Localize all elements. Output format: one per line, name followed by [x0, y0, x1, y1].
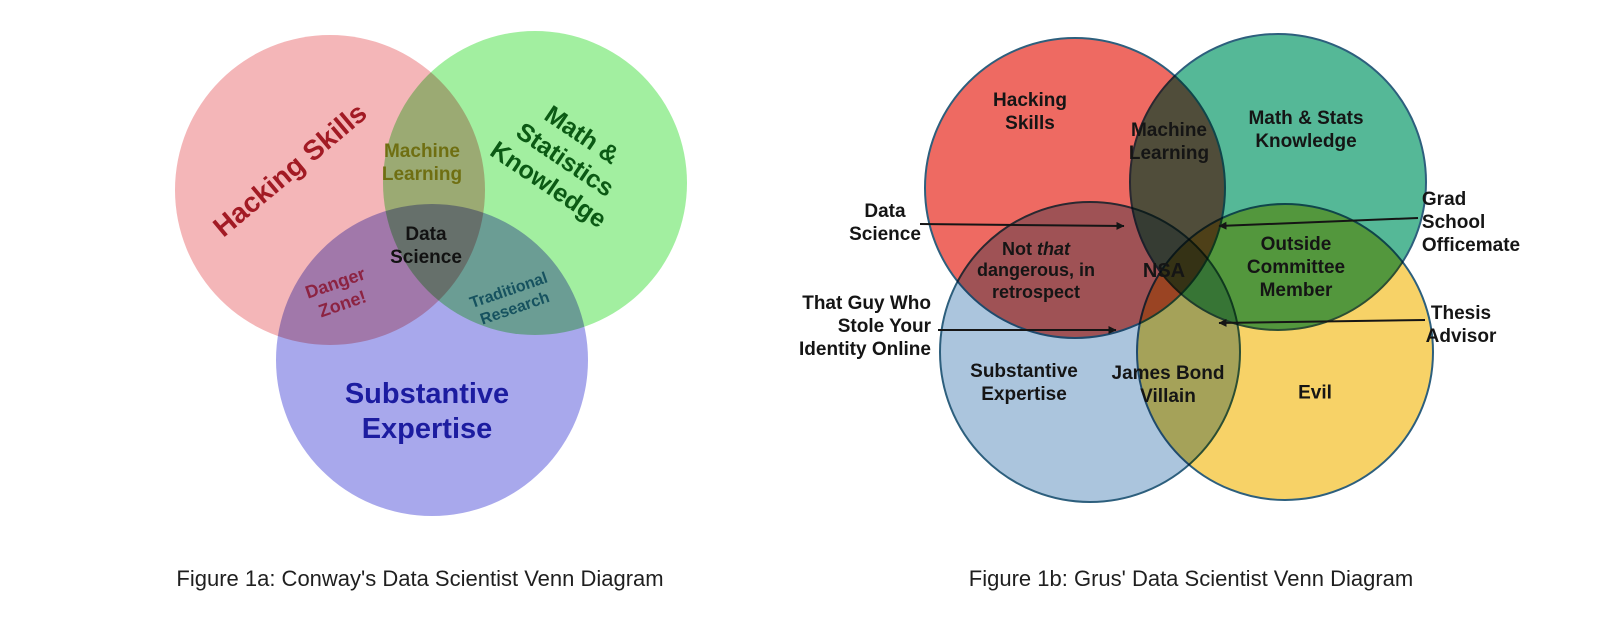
math-stats-label: Math & Stats Knowledge — [1248, 108, 1364, 152]
grus-venn-svg — [919, 33, 1434, 503]
hacking-skills-label: Hacking Skills — [993, 90, 1067, 134]
data-science-callout: Data Science — [849, 201, 921, 245]
substantive-expertise-circle — [276, 204, 588, 516]
conway-diagram: Hacking Skills Math & Statistics Knowled… — [150, 10, 710, 530]
figure-1a-caption: Figure 1a: Conway's Data Scientist Venn … — [176, 566, 664, 591]
grad-school-arrow — [1218, 217, 1419, 230]
not-that-rest: dangerous, in retrospect — [976, 260, 1096, 302]
not-that-dangerous-label: Not that dangerous, in retrospect — [977, 217, 1095, 325]
grad-school-callout: Grad School Officemate — [1421, 188, 1521, 256]
james-bond-villain-label: James Bond Villain — [1111, 363, 1225, 407]
machine-learning-label: Machine Learning — [1128, 120, 1210, 164]
machine-learning-label: Machine Learning — [381, 141, 463, 185]
outside-committee-label: Outside Committee Member — [1246, 233, 1346, 301]
figure-1b-caption: Figure 1b: Grus' Data Scientist Venn Dia… — [968, 566, 1414, 591]
thesis-advisor-arrow — [1218, 318, 1426, 327]
data-science-arrow — [919, 221, 1125, 230]
thesis-advisor-callout: Thesis Advisor — [1425, 303, 1497, 347]
not-that-line1: Not that — [1001, 238, 1070, 259]
evil-circle — [1136, 203, 1434, 501]
data-science-label: Data Science — [390, 224, 462, 268]
substantive-expertise-label: Substantive Expertise — [344, 378, 510, 445]
conway-venn-svg — [175, 31, 687, 516]
evil-label: Evil — [1298, 382, 1332, 404]
identity-thief-callout: That Guy Who Stole Your Identity Online — [799, 292, 931, 360]
substantive-expertise-label: Substantive Expertise — [970, 361, 1078, 405]
nsa-label: NSA — [1142, 260, 1186, 282]
grus-diagram: Hacking Skills Machine Learning Math & S… — [790, 10, 1530, 540]
